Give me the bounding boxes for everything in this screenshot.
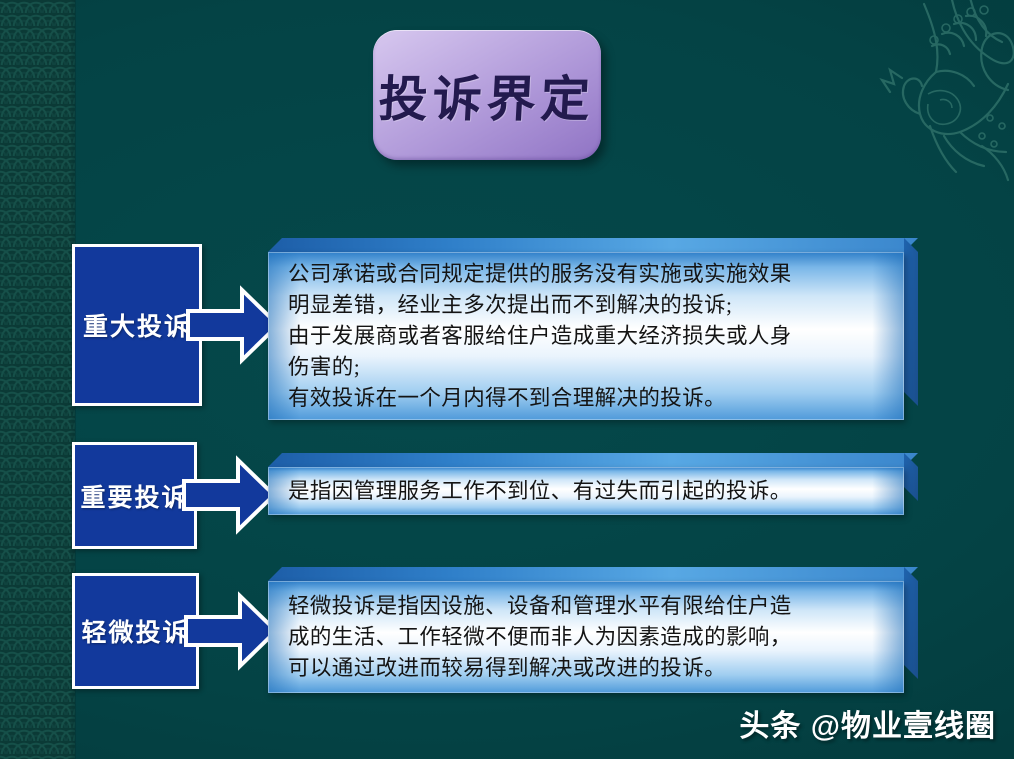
label-box-major[interactable]: 重大投诉 — [72, 244, 202, 406]
content-face-important: 是指因管理服务工作不到位、有过失而引起的投诉。 — [268, 467, 904, 515]
content-block-major: 公司承诺或合同规定提供的服务没有实施或实施效果 明显差错，经业主多次提出而不到解… — [268, 238, 918, 420]
watermark-credit: 头条 @物业壹线圈 — [739, 710, 996, 743]
content-top-bevel — [268, 567, 918, 581]
content-line: 伤害的; — [288, 354, 361, 379]
content-block-important: 是指因管理服务工作不到位、有过失而引起的投诉。 — [268, 453, 918, 515]
label-box-important[interactable]: 重要投诉 — [72, 442, 197, 549]
page-title: 投诉界定 — [377, 71, 597, 127]
content-side-bevel — [904, 567, 918, 679]
seigaiha-pattern-band — [0, 0, 75, 759]
label-text-minor: 轻微投诉 — [81, 620, 190, 647]
content-top-bevel — [268, 453, 918, 467]
content-side-bevel — [904, 238, 918, 406]
content-side-bevel — [904, 453, 918, 501]
content-top-bevel — [268, 238, 918, 252]
content-face-major: 公司承诺或合同规定提供的服务没有实施或实施效果 明显差错，经业主多次提出而不到解… — [268, 252, 904, 420]
content-line: 由于发展商或者客服给住户造成重大经济损失或人身 — [288, 323, 792, 348]
content-line: 可以通过改进而较易得到解决或改进的投诉。 — [288, 655, 727, 680]
content-line: 公司承诺或合同规定提供的服务没有实施或实施效果 — [288, 261, 792, 286]
label-text-major: 重大投诉 — [82, 314, 191, 341]
label-box-minor[interactable]: 轻微投诉 — [72, 573, 199, 689]
content-face-minor: 轻微投诉是指因设施、设备和管理水平有限给住户造 成的生活、工作轻微不便而非人为因… — [268, 581, 904, 693]
slide-title-plaque: 投诉界定 — [373, 30, 601, 160]
content-line: 成的生活、工作轻微不便而非人为因素造成的影响， — [288, 624, 792, 649]
label-text-important: 重要投诉 — [80, 484, 189, 512]
content-line: 是指因管理服务工作不到位、有过失而引起的投诉。 — [288, 478, 792, 503]
content-line: 明显差错，经业主多次提出而不到解决的投诉; — [288, 292, 733, 317]
content-line: 轻微投诉是指因设施、设备和管理水平有限给住户造 — [288, 593, 792, 618]
content-line: 有效投诉在一个月内得不到合理解决的投诉。 — [288, 385, 727, 410]
content-block-minor: 轻微投诉是指因设施、设备和管理水平有限给住户造 成的生活、工作轻微不便而非人为因… — [268, 567, 918, 693]
